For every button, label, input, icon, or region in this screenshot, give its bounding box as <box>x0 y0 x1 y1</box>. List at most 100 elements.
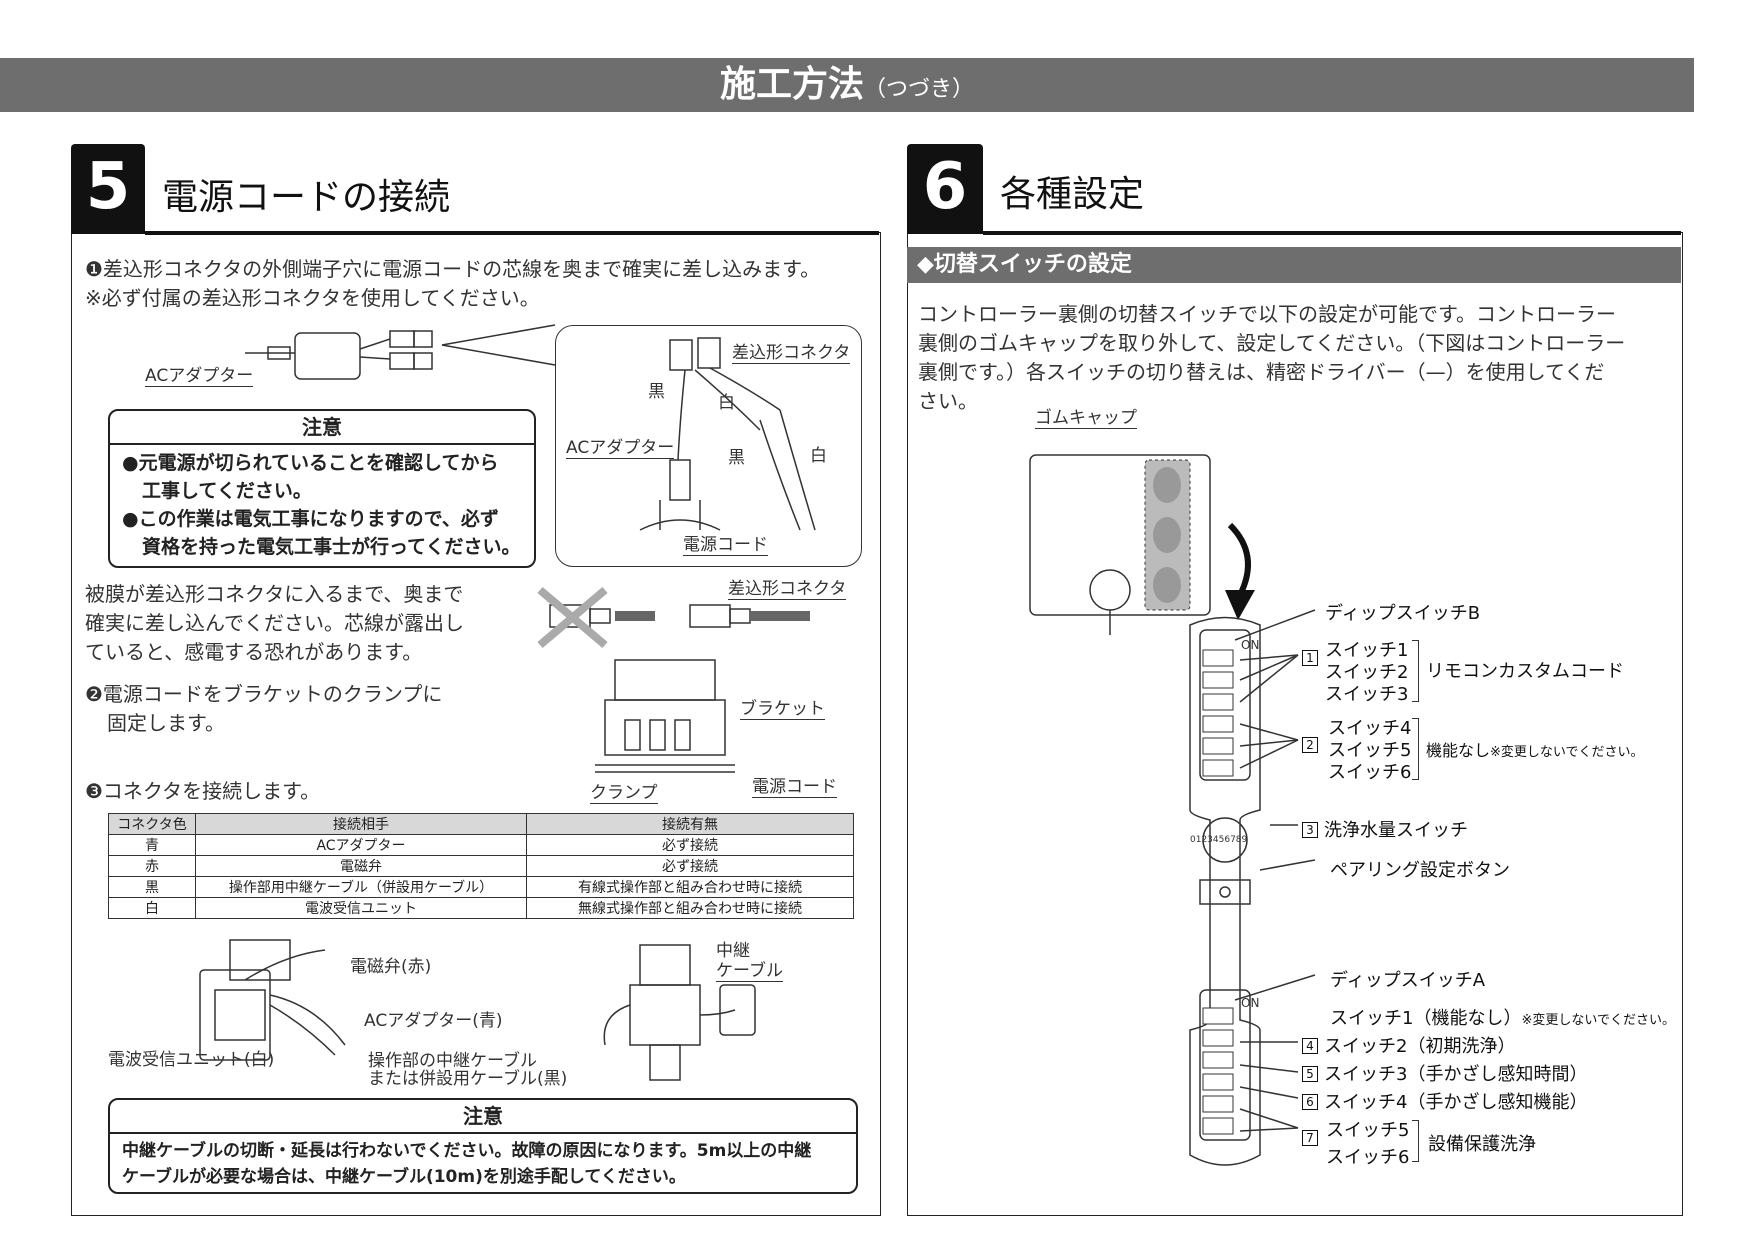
table-header: 接続相手 <box>195 813 527 835</box>
section6-desc-1: コントローラー裏側の切替スイッチで以下の設定が可能です。コントローラー <box>918 302 1616 326</box>
controller-wiring-figure <box>199 939 346 1061</box>
fig1-pointer-lines <box>441 324 556 366</box>
fig1-plug-connector-label: 差込形コネクタ <box>732 338 851 364</box>
dip-a-sw2-row: 4 スイッチ2（初期洗浄） <box>1302 1032 1515 1058</box>
dip-b-bracket-2 <box>1412 718 1419 780</box>
dip-b-sw1: スイッチ1 <box>1325 640 1409 661</box>
dip-a-sw4-row: 6 スイッチ4（手かざし感知機能） <box>1302 1088 1587 1114</box>
step1-note: ※必ず付属の差込形コネクタを使用してください。 <box>85 286 540 310</box>
table-cell: 黒 <box>108 876 196 898</box>
dip-b-group-1: 1 <box>1302 648 1324 669</box>
remocon-code-label: リモコンカスタムコード <box>1426 661 1624 682</box>
step3-text: ❸コネクタを接続します。 <box>85 779 321 803</box>
dip-a-group-7: 7 <box>1302 1128 1324 1149</box>
dip-a-sw5: スイッチ5 <box>1326 1120 1410 1141</box>
fig4-relay-label-2: または併設用ケーブル(黒) <box>368 1069 568 1089</box>
fig1-ac-adapter-label: ACアダプター <box>145 361 254 387</box>
connector-table: コネクタ色 接続相手 接続有無 青 ACアダプター 必ず接続 赤 電磁弁 必ず接… <box>108 813 854 919</box>
switch-panel-figure <box>1189 616 1261 1166</box>
box-number-7: 7 <box>1302 1130 1318 1146</box>
table-row: 青 ACアダプター 必ず接続 <box>108 834 854 856</box>
dip-a-sw2: スイッチ2（初期洗浄） <box>1324 1036 1516 1057</box>
step2-line1: ❷電源コードをブラケットのクランプに <box>85 682 443 706</box>
fig4-ac-adapter-label: ACアダプター(青) <box>364 1011 503 1031</box>
dip-a-sw3: スイッチ3（手かざし感知時間） <box>1324 1064 1588 1085</box>
section6-subhead: ◆切替スイッチの設定 <box>907 247 1681 283</box>
box-number-2: 2 <box>1302 737 1318 753</box>
caution-box-1: 注意 ●元電源が切られていることを確認してから 工事してください。 ●この作業は… <box>108 409 536 568</box>
rubber-cap-label: ゴムキャップ <box>1035 403 1137 429</box>
switch-leader-lines <box>1234 609 1316 1132</box>
no-function-text: 機能なし <box>1426 741 1491 760</box>
dial-digits: 0123456789 <box>1190 835 1248 845</box>
caution-2-head: 注意 <box>110 1100 856 1134</box>
table-row: 白 電波受信ユニット 無線式操作部と組み合わせ時に接続 <box>108 897 854 919</box>
table-cell: 白 <box>108 897 196 919</box>
box-number-1: 1 <box>1302 650 1318 666</box>
fig4-relay-cable-label-1: 中継 <box>716 941 750 961</box>
warn-line-1: 被膜が差込形コネクタに入るまで、奥まで <box>85 582 464 606</box>
table-cell: 電波受信ユニット <box>195 897 527 919</box>
section5-number: 5 <box>71 144 145 234</box>
box-number-3: 3 <box>1302 822 1318 838</box>
section6-desc-4: さい。 <box>918 389 978 413</box>
fig1-detail-drawing <box>639 337 816 531</box>
title-main: 施工方法 <box>719 64 864 105</box>
fig1-ac-adapter2-label: ACアダプター <box>566 433 675 459</box>
page-title: 施工方法（つづき） <box>0 58 1694 112</box>
dip-b-bracket-1 <box>1412 640 1419 702</box>
fig1-white2-label: 白 <box>810 446 827 466</box>
section6-number: 6 <box>907 144 983 234</box>
table-row: 赤 電磁弁 必ず接続 <box>108 855 854 877</box>
caution-1-line1: ●元電源が切られていることを確認してから <box>122 452 499 474</box>
section5-rule <box>145 231 879 235</box>
table-header: コネクタ色 <box>108 813 196 835</box>
box-number-4: 4 <box>1302 1038 1318 1054</box>
dip-b-sw5: スイッチ5 <box>1328 740 1412 761</box>
table-cell: 電磁弁 <box>195 855 527 877</box>
bracket-figure <box>595 659 735 773</box>
fig1-black-label: 黒 <box>648 382 665 402</box>
connector-insert-figure <box>537 586 810 649</box>
fig4-solenoid-label: 電磁弁(赤) <box>350 957 432 977</box>
warn-line-3: ていると、感電する恐れがあります。 <box>85 640 423 664</box>
fig4-relay-label-1: 操作部の中継ケーブル <box>368 1051 537 1071</box>
dip-a-sw4: スイッチ4（手かざし感知機能） <box>1324 1092 1588 1113</box>
fig3-bracket-label: ブラケット <box>740 694 825 720</box>
caution-box-2: 注意 中継ケーブルの切断・延長は行わないでください。故障の原因になります。5m以… <box>108 1098 858 1194</box>
caution-2-line1: 中継ケーブルの切断・延長は行わないでください。故障の原因になります。5m以上の中… <box>122 1141 812 1161</box>
table-cell: ACアダプター <box>195 834 527 856</box>
fig4-receiver-label: 電波受信ユニット(白) <box>108 1050 275 1070</box>
caution-1-head: 注意 <box>110 411 534 445</box>
dip-a-sw1-note: ※変更しないでください。 <box>1521 1013 1675 1028</box>
dip-a-on-label: ON <box>1241 996 1260 1010</box>
relay-cable-figure <box>603 944 756 1081</box>
dip-b-sw2: スイッチ2 <box>1325 662 1409 683</box>
fig4-relay-cable-label-2: ケーブル <box>716 956 783 982</box>
table-cell: 必ず接続 <box>526 834 854 856</box>
dip-a-sw6: スイッチ6 <box>1326 1147 1410 1168</box>
section6-desc-2: 裏側のゴムキャップを取り外して、設定してください。（下図はコントローラー <box>918 331 1626 355</box>
caution-1-line4: 資格を持った電気工事士が行ってください。 <box>142 536 521 558</box>
dip-b-sw3: スイッチ3 <box>1325 684 1409 705</box>
fig1-power-cord-label: 電源コード <box>683 530 768 556</box>
box-number-6: 6 <box>1302 1094 1318 1110</box>
title-sub: （つづき） <box>864 77 975 102</box>
section6-title: 各種設定 <box>1000 174 1145 215</box>
flush-volume-label: 洗浄水量スイッチ <box>1324 820 1468 841</box>
table-cell: 無線式操作部と組み合わせ時に接続 <box>526 897 854 919</box>
dip-b-label: ディップスイッチB <box>1325 603 1481 624</box>
table-header-row: コネクタ色 接続相手 接続有無 <box>108 813 854 835</box>
dip-b-group-2: 2 <box>1302 735 1324 756</box>
fig2-plug-connector-label: 差込形コネクタ <box>728 574 847 600</box>
dip-a-bracket <box>1412 1120 1419 1162</box>
dip-a-sw1-row: スイッチ1（機能なし）※変更しないでください。 <box>1330 1004 1675 1030</box>
dip-b-on-label: ON <box>1241 638 1260 652</box>
dip-b-sw6: スイッチ6 <box>1328 762 1412 783</box>
step2-line2: 固定します。 <box>107 711 225 735</box>
dip-a-sw1: スイッチ1（機能なし） <box>1330 1008 1522 1029</box>
controller-back-figure <box>1029 454 1255 635</box>
no-change-note: ※変更しないでください。 <box>1490 745 1644 760</box>
dip-a-label: ディップスイッチA <box>1330 970 1486 991</box>
